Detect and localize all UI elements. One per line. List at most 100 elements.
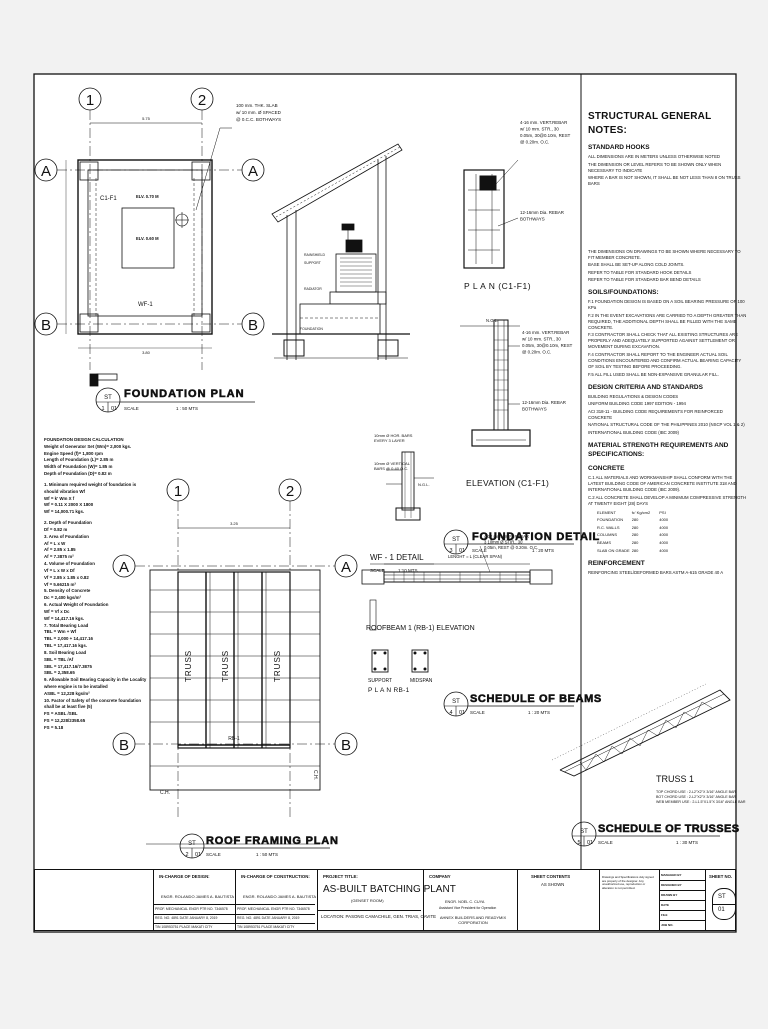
design-heading: DESIGN CRITERIA AND STANDARDS (588, 383, 703, 391)
meta-file: FILE (661, 913, 668, 917)
grid-label-b: B (41, 317, 51, 334)
roof-framing-plan (112, 478, 358, 845)
note-line: BASE SHALL BE SET-UP ALONG COLD JOINTS. (588, 262, 685, 268)
calc-line: Width of Foundation (W)= 1.85 m (44, 464, 113, 470)
calc-line: Af = 7.3875 m² (44, 554, 74, 560)
note-line: THE DIMENSIONS ON DRAWINGS TO BE SHOWN W… (588, 248, 741, 260)
note-line: F.1 FOUNDATION DESIGN IS BASED ON A SOIL… (588, 299, 745, 311)
st-scale-word: SCALE (598, 840, 613, 845)
svg-text:FOUNDATION: FOUNDATION (300, 327, 323, 331)
plan-c1f1-title: P L A N (C1-F1) (464, 281, 531, 291)
truss-label-2: TRUSS (221, 650, 230, 682)
calc-line: Dc = 2,400 kgs/m³ (44, 595, 81, 601)
material-heading: MATERIAL STRENGTH REQUIREMENTS AND SPECI… (588, 441, 729, 458)
calc-line: Weight of Generator Set (Wm)= 2,000 kgs. (44, 443, 132, 449)
sb-sheet: 01 (459, 710, 465, 716)
calc-line: Vf = 5.66215 m³ (44, 581, 76, 587)
incharge-constr-label: IN-CHARGE OF CONSTRUCTION: (241, 874, 310, 879)
rf-grid-1: 1 (174, 483, 182, 500)
calc-line: 3. Area of Foundation (44, 533, 89, 539)
fd-title: FOUNDATION DETAIL (472, 531, 600, 543)
note-line: F.2 IN THE EVENT EXCAVATIONS ARE CARRIED… (588, 312, 747, 330)
dim-380: 3.80 (142, 350, 151, 355)
calc-line: 10. Factor of Safety of the concrete fou… (44, 697, 142, 703)
project-label: PROJECT TITLE: (323, 874, 358, 879)
c1f1-label: C1-F1 (100, 196, 117, 202)
sb-num: 4 (449, 710, 452, 716)
wf-scale: 1:10 MTS (398, 568, 418, 573)
meta-drawn: DRAWN BY (661, 893, 678, 897)
grid-label-1: 1 (86, 92, 94, 109)
rb1-label: RB-1 (228, 736, 240, 742)
project-location: LOCATION: PASONG CAMACHILE, GEN. TRIAS, … (321, 914, 437, 919)
calc-line: Length of Foundation (L)= 2.85 m (44, 457, 114, 463)
dim-325: 3.25 (230, 521, 239, 526)
ngl-label: N.G.L. (486, 318, 498, 323)
calc-line: TBL = 17,417.16 kgs. (44, 643, 87, 649)
meta-date: DATE (661, 903, 669, 907)
note-line: REINFORCING STEEL/DEFORMED BARS ASTM A-6… (588, 570, 724, 576)
rf-grid-a: A (119, 559, 129, 576)
sheet-badge: ST 01 (712, 888, 736, 920)
wf-title: WF - 1 DETAIL (370, 553, 424, 562)
sheet-code: ST (718, 894, 726, 900)
wf1-detail (386, 451, 434, 521)
company-name: AHNEX BUILDERS AND READYMIX CORPORATION (439, 915, 507, 925)
fd-num: 3 (449, 548, 452, 554)
calc-line: SBL = TBL /Af (44, 656, 74, 662)
st-sheet: 01 (587, 840, 593, 846)
fp-code: ST (104, 395, 112, 401)
rf-title-block: ST 2 01 ROOF FRAMING PLAN SCALE 1 : 50 M… (179, 833, 339, 859)
calc-line: TBL = Wm + Wf (44, 629, 77, 635)
foundation-plan (34, 87, 265, 387)
elev-b: ELV. 0.60 M (136, 236, 159, 241)
meta-managed: MANAGED BY (661, 873, 682, 877)
note-line: WHERE A BAR IS NOT SHOWN, IT SHALL BE NO… (588, 175, 741, 187)
soils-heading: SOILS/FOUNDATIONS: (588, 289, 659, 297)
grid-label-2: 2 (198, 92, 206, 109)
rf-grid-a-right: A (341, 559, 351, 576)
rf-scale-word: SCALE (206, 852, 221, 857)
fd-scale: 1 : 20 MTS (532, 548, 554, 553)
rf-num: 2 (185, 852, 188, 858)
calc-line: Df = 0.82 m (44, 526, 68, 532)
calc-line: TBL = 2,000 + 14,417.16 (44, 636, 93, 642)
calc-line: should vibration Wf (44, 488, 85, 494)
rf-sheet: 01 (195, 852, 201, 858)
truss-label-3: TRUSS (273, 650, 282, 682)
calc-line: 1. Minimum required weight of foundation… (44, 481, 137, 487)
note-line: C.2 ALL CONCRETE SHALL DEVELOP A MINIMUM… (588, 494, 747, 506)
structural-notes: STRUCTURAL GENERAL NOTES: STANDARD HOOKS… (588, 110, 748, 578)
calc-line: Af = 2.85 x 1.85 (44, 547, 76, 553)
calc-line: Wf = Vf x Dc (44, 608, 70, 614)
wf-scale-word: SCALE (370, 568, 385, 573)
incharge-constr-reg: REG. NO. 4891 DATE JANUARY 8, 2019 (237, 916, 300, 920)
sb-scale: 1 : 20 MTS (528, 710, 550, 715)
rb-title: ROOFBEAM 1 (RB-1) ELEVATION (366, 625, 475, 632)
truss-label-1: TRUSS (184, 650, 193, 682)
elev-c1f1-title: ELEVATION (C1-F1) (466, 478, 549, 488)
title-block: IN-CHARGE OF DESIGN: ENGR. ROLANDO JAMES… (34, 869, 736, 931)
wf-ngl: N.G.L. (418, 482, 430, 487)
calc-line: FS = 5.18 (44, 724, 64, 730)
calc-line: Wf = 14,417.16 kgs. (44, 615, 85, 621)
note-line: ALL DIMENSIONS ARE IN METERS UNLESS OTHE… (588, 154, 721, 160)
truss1-title: TRUSS 1 (656, 774, 694, 784)
sheet-contents-label: SHEET CONTENTS (531, 874, 571, 879)
fp-scale-word: SCALE (124, 406, 139, 411)
rf-title: ROOF FRAMING PLAN (206, 835, 339, 847)
genset-section (271, 143, 410, 360)
project-title: AS-BUILT BATCHING PLANT (323, 884, 456, 895)
calc-line: 2. Depth of Foundation (44, 520, 92, 526)
st-num: 5 (577, 840, 580, 846)
note-line: F.4 CONTRACTOR SHALL REPORT TO THE ENGIN… (588, 351, 742, 369)
foundation-calculation: FOUNDATION DESIGN CALCULATION Weight of … (44, 437, 162, 732)
company-person: ENGR. NOEL C. CUYA (445, 900, 485, 904)
grid-label-a: A (41, 163, 51, 180)
note-line: REFER TO TABLE FOR STANDARD BAR BEND DET… (588, 277, 701, 283)
incharge-constr-prof: PROF. MECHANICAL ENGR PTR NO. 7346578 (237, 907, 310, 911)
sb-code: ST (452, 699, 460, 705)
truss1-note: TOP CHORD USE : 2-L2"X2"X 3/16" ANGLE BA… (656, 790, 746, 804)
